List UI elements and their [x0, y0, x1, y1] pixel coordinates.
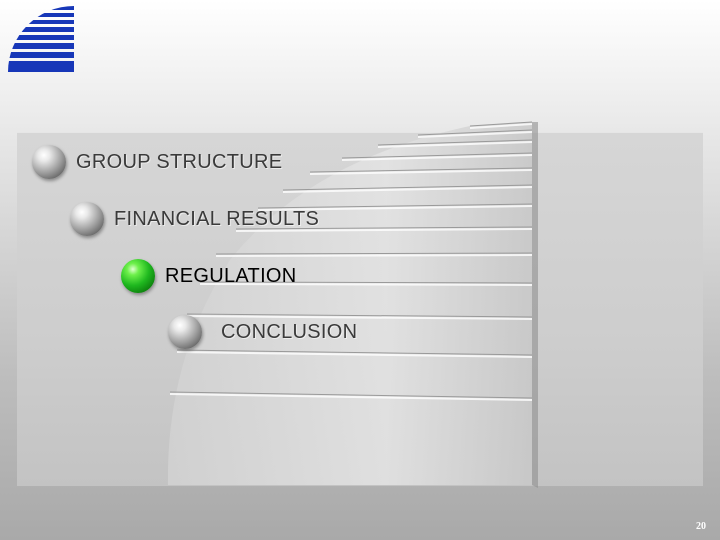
page-number: 20 [696, 521, 706, 532]
menu-item-label: FINANCIAL RESULTS [114, 207, 320, 230]
menu-item-label: GROUP STRUCTURE [76, 150, 283, 173]
bullet-sphere-icon [32, 145, 66, 179]
menu-item-conclusion[interactable]: CONCLUSION [168, 315, 357, 349]
menu-item-label: REGULATION [165, 264, 297, 287]
menu-item-group-structure[interactable]: GROUP STRUCTURE [32, 145, 282, 179]
striped-half-circle-logo-icon [8, 6, 74, 72]
active-bullet-sphere-icon [121, 259, 155, 293]
menu-item-regulation[interactable]: REGULATION [121, 259, 297, 293]
bullet-sphere-icon [168, 315, 202, 349]
bullet-sphere-icon [70, 202, 104, 236]
menu-item-financial-results[interactable]: FINANCIAL RESULTS [70, 202, 319, 236]
menu-item-label: CONCLUSION [221, 320, 358, 343]
